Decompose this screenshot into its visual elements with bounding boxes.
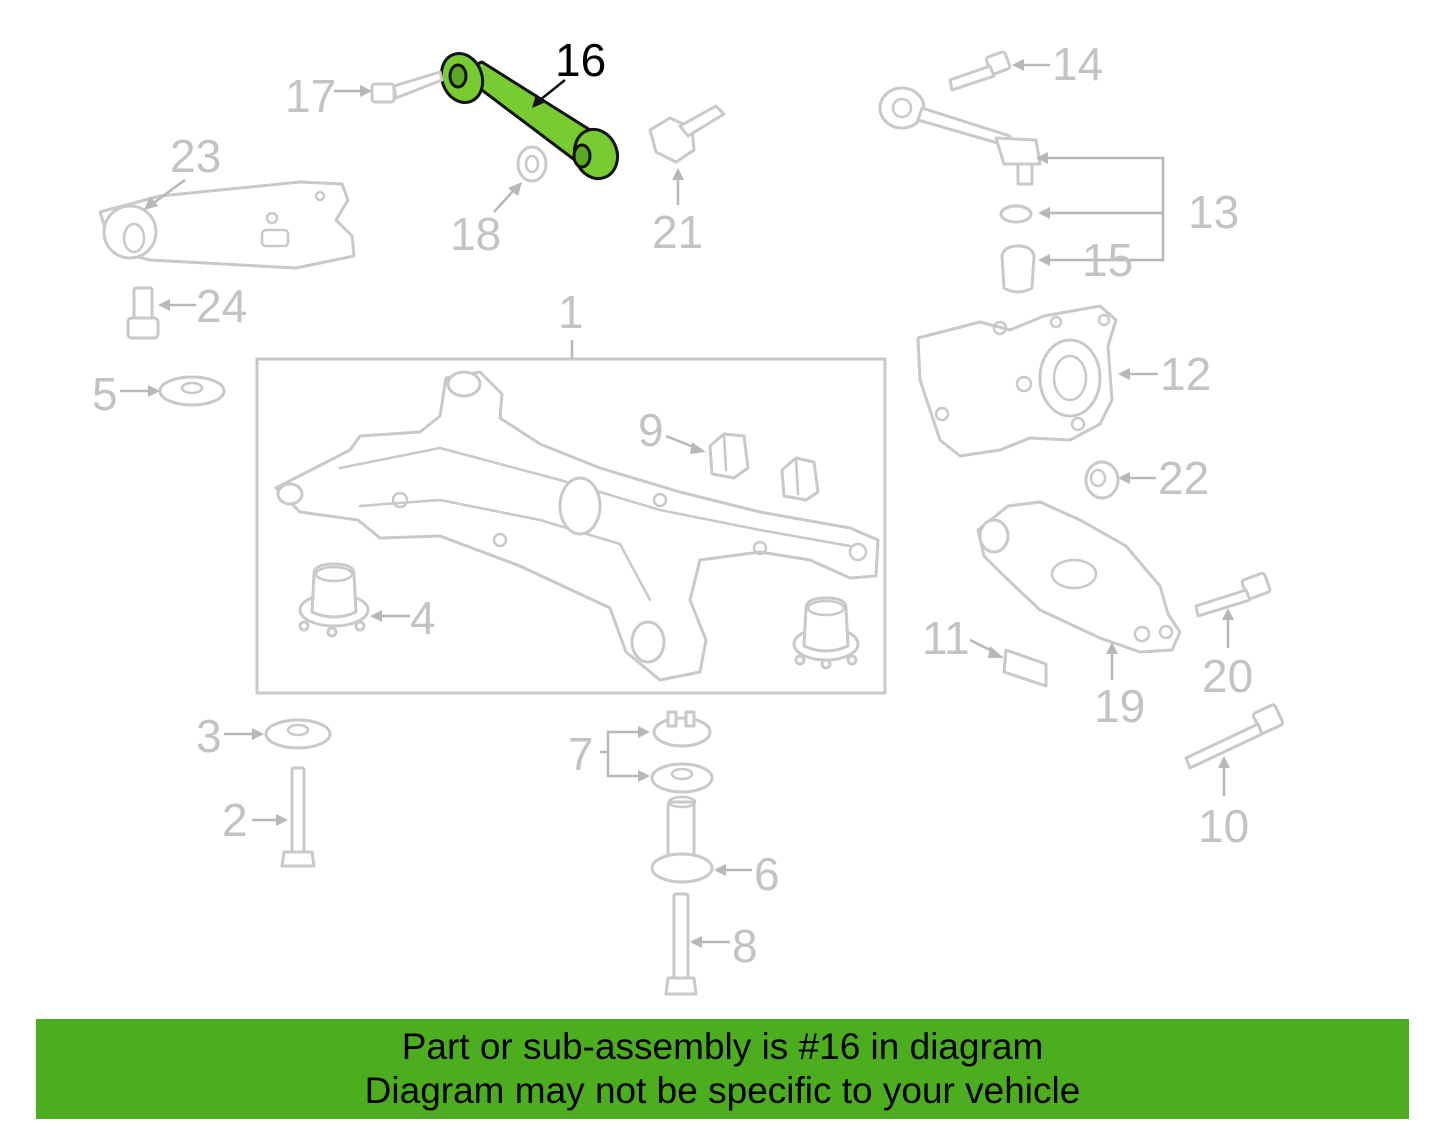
callout-1: 1: [558, 286, 584, 338]
svg-text:11: 11: [922, 612, 970, 664]
callout-4: 4: [370, 592, 436, 644]
svg-text:17: 17: [285, 70, 336, 122]
callout-17: 17: [285, 70, 372, 122]
banner-line-2: Diagram may not be specific to your vehi…: [364, 1070, 1081, 1111]
callout-21: 21: [652, 168, 703, 258]
svg-text:12: 12: [1160, 348, 1211, 400]
callout-12: 12: [1118, 348, 1211, 400]
part-2-bolt[interactable]: [280, 766, 316, 868]
svg-text:16: 16: [555, 34, 606, 86]
part-23-upper-arm[interactable]: [98, 180, 356, 270]
svg-text:15: 15: [1082, 234, 1133, 286]
svg-text:13: 13: [1188, 186, 1239, 238]
part-10-bolt[interactable]: [1184, 703, 1285, 770]
callout-15: 15: [1038, 234, 1133, 286]
part-13-toe-arm[interactable]: [878, 86, 1042, 186]
banner-line-1: Part or sub-assembly is #16 in diagram: [401, 1026, 1044, 1067]
part-18-washer[interactable]: [516, 145, 548, 183]
callout-24: 24: [158, 280, 247, 332]
callout-7: 7: [568, 726, 650, 782]
part-19-lower-arm[interactable]: [976, 500, 1182, 654]
part-20-bolt[interactable]: [1194, 571, 1272, 618]
part-9-bushings[interactable]: [708, 432, 820, 502]
part-14-bolt[interactable]: [948, 50, 1012, 92]
callout-6: 6: [714, 848, 780, 900]
svg-text:7: 7: [568, 728, 594, 780]
part-15-bushing[interactable]: [999, 204, 1036, 294]
part-12-knuckle[interactable]: [916, 304, 1118, 458]
info-banner: Part or sub-assembly is #16 in diagram D…: [36, 1019, 1409, 1119]
part-4-mount-right[interactable]: [792, 596, 860, 670]
svg-text:18: 18: [450, 208, 501, 260]
callout-5: 5: [92, 368, 160, 420]
callout-22: 22: [1118, 452, 1209, 504]
part-16-lateral-link[interactable]: [435, 48, 625, 185]
callout-8: 8: [690, 920, 758, 972]
svg-text:14: 14: [1052, 38, 1103, 90]
part-17-bolt[interactable]: [370, 70, 444, 104]
part-22-bushing[interactable]: [1084, 460, 1120, 500]
svg-text:4: 4: [410, 592, 436, 644]
callout-11: 11: [922, 612, 1004, 664]
part-8-bolt[interactable]: [664, 892, 698, 996]
part-6-collar[interactable]: [650, 795, 714, 884]
callout-20: 20: [1202, 608, 1253, 702]
svg-text:3: 3: [196, 710, 222, 762]
svg-text:21: 21: [652, 206, 703, 258]
part-4-mount-left[interactable]: [298, 562, 370, 638]
callout-16: 16: [532, 34, 606, 108]
svg-text:5: 5: [92, 368, 118, 420]
callout-14: 14: [1012, 38, 1103, 90]
callout-3: 3: [196, 710, 264, 762]
part-1-subframe[interactable]: [255, 340, 887, 695]
callout-23: 23: [144, 130, 221, 210]
callout-18: 18: [450, 182, 522, 260]
part-21-cam-bolt[interactable]: [648, 104, 726, 164]
part-3-plate[interactable]: [264, 718, 332, 750]
callout-2: 2: [222, 794, 288, 846]
callout-10: 10: [1198, 756, 1249, 852]
part-24-bolt[interactable]: [126, 286, 160, 340]
callout-9: 9: [638, 404, 706, 456]
svg-text:10: 10: [1198, 800, 1249, 852]
callout-13: 13: [1036, 152, 1239, 262]
svg-text:8: 8: [732, 920, 758, 972]
svg-text:24: 24: [196, 280, 247, 332]
svg-text:1: 1: [558, 286, 584, 338]
part-11-label[interactable]: [1002, 648, 1048, 688]
svg-text:23: 23: [170, 130, 221, 182]
svg-text:22: 22: [1158, 452, 1209, 504]
part-5-plate[interactable]: [158, 375, 226, 407]
callout-19: 19: [1094, 642, 1145, 732]
svg-text:6: 6: [754, 848, 780, 900]
svg-text:19: 19: [1094, 680, 1145, 732]
svg-text:20: 20: [1202, 650, 1253, 702]
svg-text:2: 2: [222, 794, 248, 846]
part-7-mount-plates[interactable]: [650, 710, 714, 794]
svg-text:9: 9: [638, 404, 664, 456]
